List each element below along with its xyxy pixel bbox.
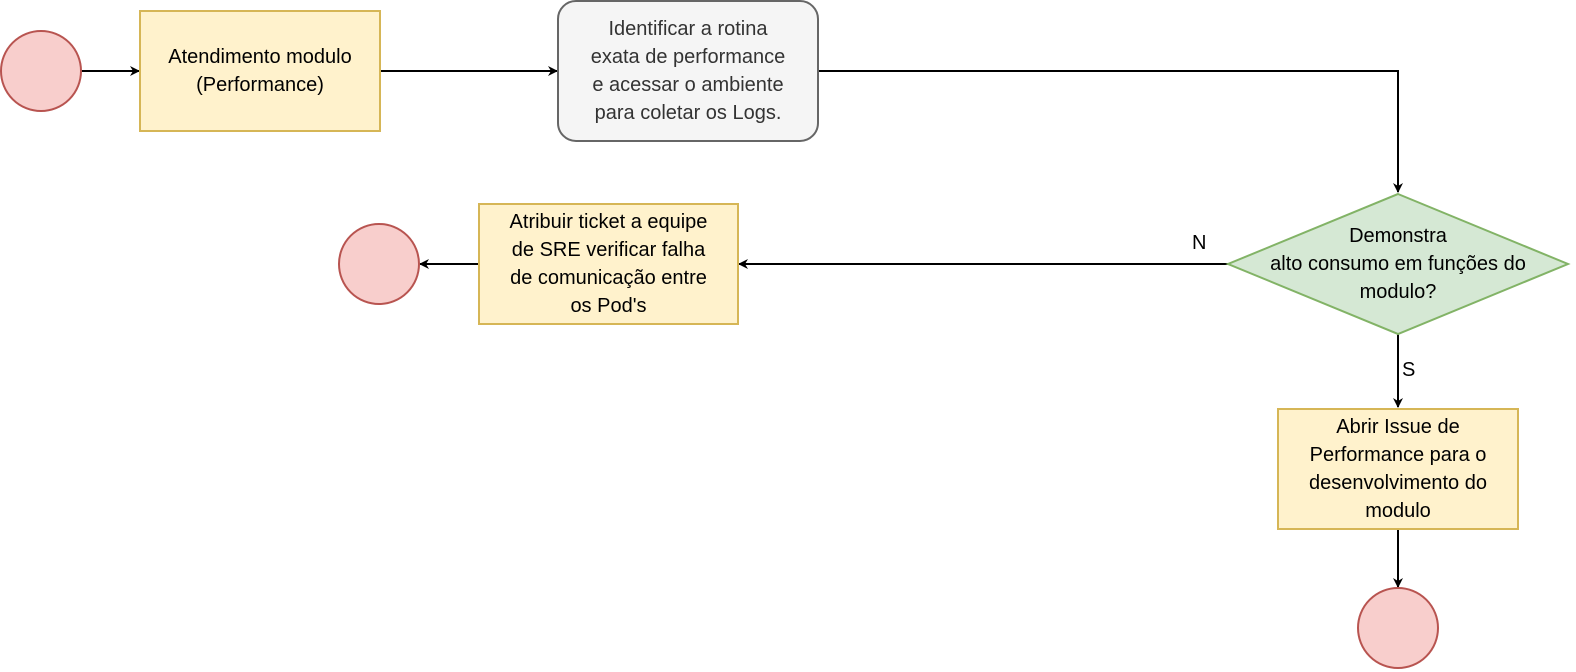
end-bottom-node[interactable] <box>1357 587 1439 669</box>
atendimento-node[interactable] <box>139 10 381 132</box>
decisao-node[interactable] <box>1225 192 1571 336</box>
atribuir-node[interactable] <box>478 203 739 325</box>
decisao-label: Demonstra alto consumo em funções do mod… <box>1270 225 1526 303</box>
abrir-issue-node[interactable] <box>1277 408 1519 530</box>
atribuir-label: Atribuir ticket a equipe de SRE verifica… <box>509 211 708 317</box>
identificar-node[interactable] <box>557 0 819 142</box>
identificar-label: Identificar a rotina exata de performanc… <box>590 18 786 124</box>
abrir-issue-label: Abrir Issue de Performance para o desenv… <box>1309 416 1487 522</box>
edge-identificar-to-decisao <box>818 70 1403 193</box>
edge-label-n: N <box>1192 232 1207 254</box>
start-node[interactable] <box>0 30 82 112</box>
end-left-node[interactable] <box>338 223 420 305</box>
edge-label-s: S <box>1402 359 1416 381</box>
atendimento-label: Atendimento modulo (Performance) <box>168 46 352 96</box>
